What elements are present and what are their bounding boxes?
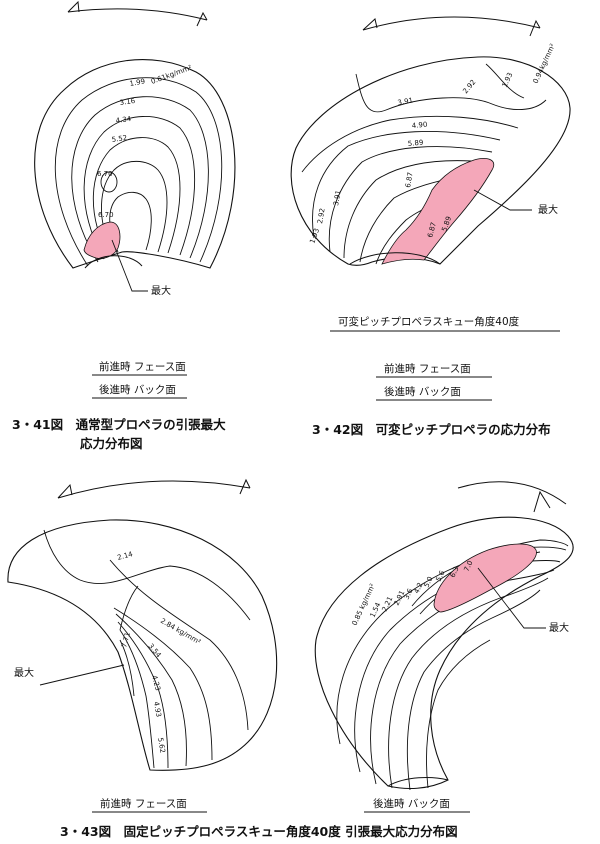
fig342-contour-label-3: 3.91	[397, 96, 414, 107]
fig341-rotation-arc	[67, 8, 208, 21]
fig341-contour-island	[100, 171, 118, 193]
fig343-left-rotation-arc	[57, 480, 251, 499]
fig343-right-contour-6	[426, 639, 491, 789]
fig342-hub-arc	[349, 252, 441, 265]
fig342-contour-label-5: 5.89	[407, 139, 423, 148]
fig343-left-contour-label-6: 7.71	[120, 631, 132, 648]
fig343-left-contour-label-0: 2.14	[116, 550, 134, 562]
fig343-left-contour-2	[109, 559, 249, 731]
fig343-right-blade-outline	[314, 516, 574, 790]
fig341-contour-label-3: 4.34	[115, 115, 132, 125]
fig343-caption: 3・43図 固定ピッチプロペラスキュー角度40度 引張最大応力分布図	[60, 824, 458, 839]
fig341-note-face: 前進時 フェース面	[99, 360, 186, 373]
fig342-max-label: 最大	[538, 203, 558, 216]
fig342-contour-3	[301, 115, 519, 173]
fig343-left-contour-7	[119, 639, 135, 697]
fig343-right-rotation-tick	[533, 490, 551, 513]
fig341-max-leader	[111, 239, 148, 292]
fig343-right-contour-label-8: 6.3	[449, 565, 461, 578]
fig341-contour-1	[54, 77, 223, 267]
fig343-left-contour-4	[115, 613, 187, 767]
fig342-diagram: 0.94kg/mm² 1.93 2.92 3.91 4.90 5.89 6.87…	[290, 16, 571, 266]
fig343-right-contour-1	[336, 546, 567, 745]
fig343-right-max-label: 最大	[549, 621, 569, 634]
fig342-contour-6	[343, 160, 487, 259]
fig341-blade-outline	[34, 58, 236, 269]
fig341-max-label: 最大	[151, 284, 171, 297]
fig341-caption-line1: 3・41図 通常型プロペラの引張最大	[12, 417, 226, 432]
fig341-max-stress-region	[83, 221, 121, 259]
fig343-left-blade-outline	[7, 519, 278, 771]
fig343-left-contour-8	[119, 585, 139, 631]
fig343-right-rotation-arc	[457, 481, 567, 505]
fig343-left-diagram: 2.14 2.84 kg/mm² 3.54 4.23 4.93 5.62 7.7…	[7, 478, 278, 771]
fig342-contour-1	[355, 73, 547, 113]
fig341-note-back: 後進時 バック面	[99, 383, 176, 396]
fig342-contour-label-4: 4.90	[411, 121, 427, 130]
fig343-left-contour-5	[117, 621, 169, 769]
fig341-contour-3	[83, 116, 196, 260]
fig341-contour-5	[101, 160, 168, 255]
fig343-left-max-label: 最大	[14, 666, 34, 679]
fig341-contour-4	[92, 137, 181, 257]
fig342-rotation-arrowhead	[362, 18, 378, 31]
fig343-right-contour-7	[411, 539, 569, 607]
fig341-caption-line2: 応力分布図	[80, 436, 143, 451]
fig343-left-max-leader	[39, 664, 125, 686]
fig341-contour-label-5: 6.70	[97, 170, 113, 178]
fig341-rotation-tick	[196, 11, 208, 27]
fig343-right-contour-label-9: 7.0	[463, 559, 475, 572]
fig343-right-note: 後進時 バック面	[373, 797, 450, 810]
fig342-contour-4	[312, 131, 501, 239]
fig343-left-rotation-tick	[239, 478, 251, 495]
fig343-right-contour-4	[388, 577, 549, 789]
fig342-note-back: 後進時 バック面	[384, 385, 461, 398]
fig342-rotation-tick	[529, 19, 541, 37]
fig341-contour-label-1: 1.99	[129, 77, 146, 88]
fig343-right-max-leader	[477, 567, 546, 629]
fig342-contour-label-7: 6.87	[426, 221, 438, 238]
fig342-max-leader	[473, 189, 532, 211]
fig343-left-note: 前進時 フェース面	[100, 797, 187, 810]
fig343-left-contour-label-3: 4.23	[150, 674, 162, 691]
fig341-contour-6	[109, 191, 152, 253]
fig343-right-hub-arc	[387, 777, 449, 787]
fig343-left-contour-label-4: 4.93	[152, 701, 163, 718]
fig343-left-contour-3	[113, 607, 213, 761]
fig341-contour-label-6: 6.70	[98, 211, 114, 219]
fig343-left-contour-label-5: 5.62	[156, 737, 167, 754]
fig343-left-contour-1	[43, 529, 251, 621]
fig341-contour-label-2: 3.16	[119, 97, 136, 107]
fig342-contour-2	[485, 63, 525, 99]
fig342-condition: 可変ピッチプロペラスキュー角度40度	[338, 315, 520, 328]
fig341-contour-label-4: 5.52	[111, 134, 128, 144]
fig343-right-diagram: 0.85 kg/mm² 1.54 2.21 2.91 3.6 4.2 5.0 5…	[314, 481, 574, 791]
fig341-rotation-arrowhead	[67, 0, 80, 13]
fig342-contour-label-10: 2.92	[316, 208, 327, 225]
fig343-left-contour-6	[119, 629, 155, 769]
fig342-caption: 3・42図 可変ピッチプロペラの応力分布	[312, 422, 551, 437]
fig343-right-contour-5	[406, 589, 541, 791]
fig341-diagram: 0.61kg/mm² 1.99 3.16 4.34 5.52 6.70 6.70…	[34, 0, 236, 297]
fig342-contour-label-9: 3.91	[332, 190, 343, 207]
fig343-right-contour-2	[354, 560, 561, 773]
fig341-hub-arc	[84, 255, 143, 269]
fig343-right-contour-label-5: 4.2	[413, 581, 425, 594]
fig343-right-contour-3	[370, 569, 555, 785]
fig342-contour-5	[328, 146, 493, 253]
fig342-contour-label-6: 6.87	[404, 172, 415, 189]
fig343-left-rotation-arrowhead	[57, 483, 73, 499]
fig342-note-face: 前進時 フェース面	[384, 362, 471, 375]
fig341-contour-2	[71, 96, 209, 263]
fig343-right-contour-label-6: 5.0	[423, 575, 435, 588]
fig342-rotation-arc	[362, 16, 541, 31]
